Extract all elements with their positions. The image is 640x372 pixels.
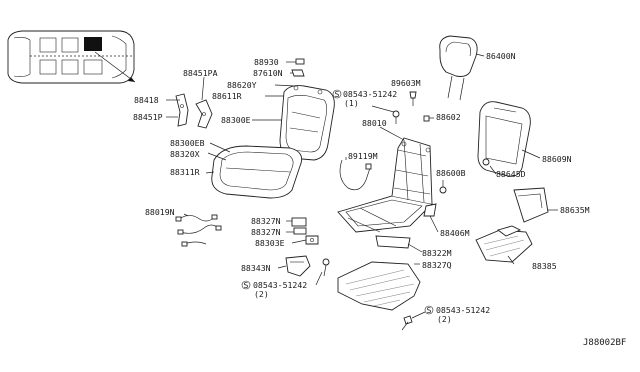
label-88451PA: 88451PA — [183, 68, 218, 78]
label-88320X: 88320X — [170, 149, 200, 159]
label-88327Q: 88327Q — [422, 260, 452, 270]
cable-89119M — [339, 157, 372, 191]
label-88303E: 88303E — [255, 238, 285, 248]
label-bolt-3-qty: (2) — [437, 314, 452, 324]
label-88602: 88602 — [436, 112, 461, 122]
vehicle-thumbnail — [7, 30, 136, 84]
cover-88343N — [277, 255, 311, 277]
label-88385: 88385 — [532, 261, 557, 271]
label-88322M: 88322M — [422, 248, 452, 258]
label-88645D: 88645D — [496, 169, 526, 179]
cover-88385 — [475, 225, 533, 265]
panel-88635M — [513, 187, 558, 223]
screw-symbol-1 — [332, 89, 342, 99]
trim-88322M — [375, 235, 423, 253]
label-88327N-a: 88327N — [251, 216, 281, 226]
screw-symbol-1-text: S — [335, 89, 340, 99]
side-brackets — [166, 76, 213, 129]
label-88620Y: 88620Y — [227, 80, 257, 90]
label-88343N: 88343N — [241, 263, 271, 273]
seat-frame — [337, 126, 433, 233]
screw-symbol-2-text: S — [244, 280, 249, 290]
label-88406M: 88406M — [440, 228, 470, 238]
hinge-brackets — [286, 217, 319, 245]
screw-symbol-3 — [424, 305, 434, 315]
label-bolt-3: 08543-51242 — [436, 305, 490, 315]
back-panel — [477, 101, 541, 177]
bolt-lower — [322, 258, 413, 331]
label-88019N: 88019N — [145, 207, 175, 217]
label-88600B: 88600B — [436, 168, 466, 178]
label-88300EB: 88300EB — [170, 138, 205, 148]
label-bolt-2-qty: (2) — [254, 289, 269, 299]
highlighted-seat — [84, 37, 102, 51]
label-88609N: 88609N — [542, 154, 572, 164]
label-88611R: 88611R — [212, 91, 242, 101]
label-88311R: 88311R — [170, 167, 200, 177]
frame-bolts — [371, 91, 447, 194]
label-87610N: 87610N — [253, 68, 283, 78]
label-88418: 88418 — [134, 95, 159, 105]
label-88010: 88010 — [362, 118, 387, 128]
diagram-code: J88002BF — [583, 338, 626, 348]
label-88930: 88930 — [254, 57, 279, 67]
label-89603M: 89603M — [391, 78, 421, 88]
headrest — [439, 35, 485, 101]
screw-symbol-3-text: S — [427, 305, 432, 315]
label-88327N-b: 88327N — [251, 227, 281, 237]
wiring-harness — [175, 213, 222, 247]
label-88451P: 88451P — [133, 112, 163, 122]
label-bolt-1: 08543-51242 — [343, 89, 397, 99]
label-88300E: 88300E — [221, 115, 251, 125]
clips-top — [286, 58, 305, 77]
lower-cover-88327Q — [337, 261, 421, 311]
label-89119M: 89119M — [348, 151, 378, 161]
screw-symbol-2 — [241, 280, 251, 290]
bracket-88406M — [423, 203, 439, 233]
label-88635M: 88635M — [560, 205, 590, 215]
arrow-head — [128, 77, 135, 82]
label-86400N: 86400N — [486, 51, 516, 61]
label-bolt-1-qty: (1) — [344, 98, 359, 108]
label-bolt-2: 08543-51242 — [253, 280, 307, 290]
seat-cushion — [205, 142, 303, 199]
